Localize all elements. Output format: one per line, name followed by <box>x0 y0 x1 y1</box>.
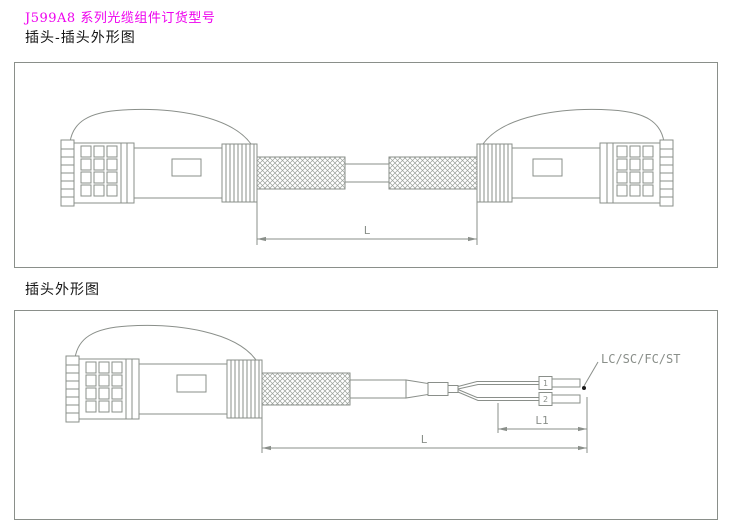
plug-connector-right <box>476 108 674 207</box>
extension-lines <box>497 397 588 453</box>
panel-plug-drawing: 1 2 LC/SC/FC/ST L1 L <box>14 310 718 520</box>
braided-cable-left <box>256 156 346 190</box>
smooth-cable-section <box>349 379 407 399</box>
arrowhead-right <box>578 445 587 451</box>
plug-connector <box>65 324 263 423</box>
branch-label-1: 1 <box>543 379 548 388</box>
fiber-leg-lower <box>457 389 539 401</box>
figure-plug: 1 2 LC/SC/FC/ST L1 L <box>65 324 680 453</box>
figure-plug-to-plug: L <box>60 108 674 245</box>
dimension-L: L <box>261 407 587 453</box>
arrowhead-left <box>498 426 507 432</box>
branch-connector-1-ferrule <box>551 378 581 388</box>
breakout-neck <box>447 385 459 393</box>
dim-label-L: L <box>421 433 428 446</box>
braided-cable-right <box>388 156 478 190</box>
arrowhead-right <box>578 426 587 432</box>
dimension-L1: L1 <box>497 397 588 453</box>
arrowhead-left <box>257 236 266 242</box>
arrowhead-right <box>468 236 477 242</box>
branch-connector-2-ferrule <box>551 394 581 404</box>
connector-type-annotation: LC/SC/FC/ST <box>601 352 680 366</box>
section-title-plug-to-plug: 插头-插头外形图 <box>25 30 136 46</box>
arrowhead-left <box>262 445 271 451</box>
breakout-cylinder <box>427 382 449 396</box>
extension-lines <box>256 192 478 245</box>
branch-label-2: 2 <box>543 395 548 404</box>
dim-label-L: L <box>364 224 371 237</box>
plug-connector-left <box>60 108 258 207</box>
panel-plug-to-plug-drawing: L <box>14 62 718 268</box>
dim-label-L1: L1 <box>535 414 548 427</box>
leader-line <box>583 361 599 387</box>
braided-cable-section <box>261 372 351 406</box>
section-title-plug: 插头外形图 <box>25 282 100 298</box>
smooth-cable-section <box>344 163 390 183</box>
dimension-L: L <box>256 192 478 245</box>
cable-taper <box>405 379 429 399</box>
document-title: J599A8 系列光缆组件订货型号 <box>25 11 216 26</box>
leader-dot <box>582 386 586 390</box>
fiber-leg-upper <box>457 381 539 390</box>
